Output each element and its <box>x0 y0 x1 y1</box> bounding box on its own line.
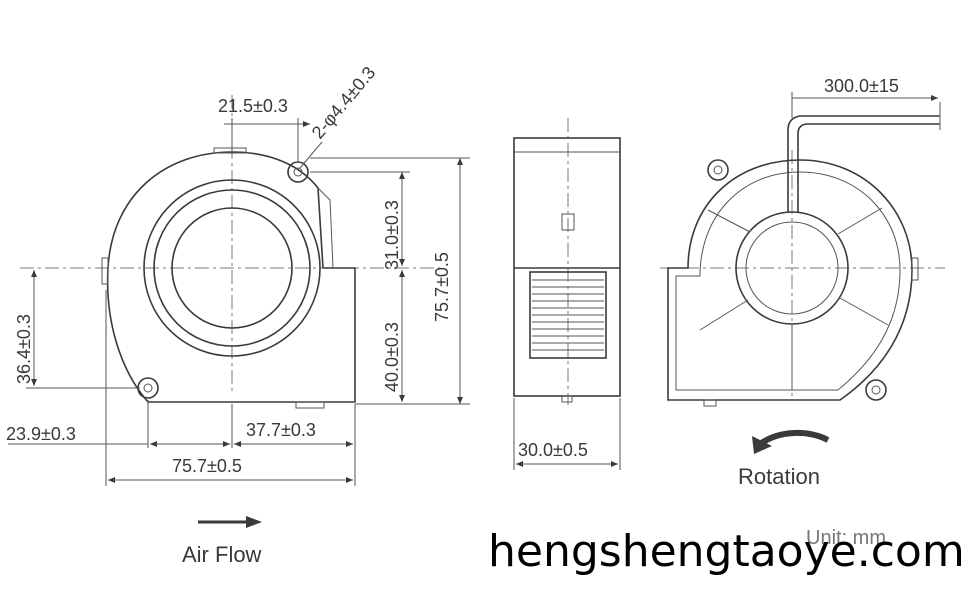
dim-hole-diameter: 2-φ4.4±0.3 <box>308 63 380 143</box>
dim-outlet-width: 37.7±0.3 <box>246 420 316 440</box>
dim-left-offset: 23.9±0.3 <box>6 424 76 444</box>
dim-axis-to-bottom: 40.0±0.3 <box>382 322 402 392</box>
dim-left-axis-height: 36.4±0.3 <box>14 314 34 384</box>
dim-total-width: 75.7±0.5 <box>172 456 242 476</box>
outlet-grille <box>532 279 604 351</box>
dim-thickness: 30.0±0.5 <box>518 440 588 460</box>
air-flow-label: Air Flow <box>182 542 262 567</box>
unit-label: Unit: mm <box>806 527 886 549</box>
side-view: 30.0±0.5 <box>513 118 621 470</box>
dim-total-height: 75.7±0.5 <box>432 252 452 322</box>
rotation-label: Rotation <box>738 464 820 489</box>
dim-cable-length: 300.0±15 <box>824 76 899 96</box>
rear-view: 300.0±15 Rotation <box>660 76 945 489</box>
arrow-right-icon <box>246 516 262 528</box>
watermark: hengshengtaoye.com <box>488 526 965 577</box>
dim-top-to-axis: 31.0±0.3 <box>382 200 402 270</box>
rotation-arrow-icon <box>758 429 830 447</box>
air-flow-indicator: Air Flow <box>182 516 262 567</box>
dim-hole-spacing: 21.5±0.3 <box>218 96 288 116</box>
front-view: 21.5±0.3 2-φ4.4±0.3 31.0±0.3 40.0±0.3 75… <box>6 63 470 486</box>
